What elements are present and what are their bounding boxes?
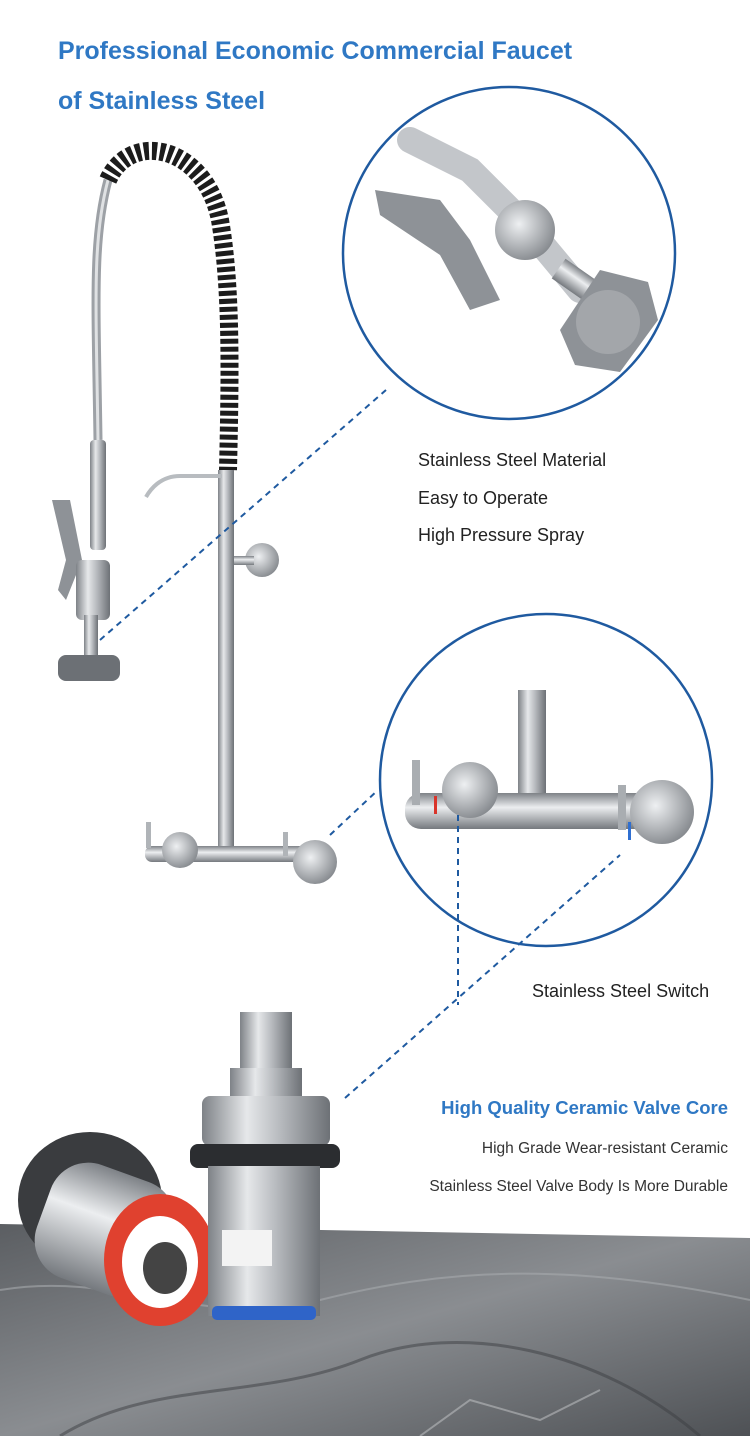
feature-easy-operate: Easy to Operate [418, 488, 549, 508]
valve-core-heading: High Quality Ceramic Valve Core [441, 1097, 728, 1118]
spray-head-callout [341, 85, 677, 421]
valve-core-line2: Stainless Steel Valve Body Is More Durab… [429, 1178, 728, 1195]
page-title-line1: Professional Economic Commercial Faucet [58, 37, 573, 65]
feature-high-pressure: High Pressure Spray [418, 525, 585, 545]
switch-callout [378, 612, 714, 948]
valve-cores [18, 1012, 340, 1326]
page-title-line2: of Stainless Steel [58, 87, 266, 115]
feature-material: Stainless Steel Material [418, 450, 607, 470]
leader-lines [99, 389, 621, 1099]
switch-label: Stainless Steel Switch [532, 981, 710, 1001]
faucet [52, 141, 337, 884]
valve-core-line1: High Grade Wear-resistant Ceramic [481, 1140, 728, 1157]
